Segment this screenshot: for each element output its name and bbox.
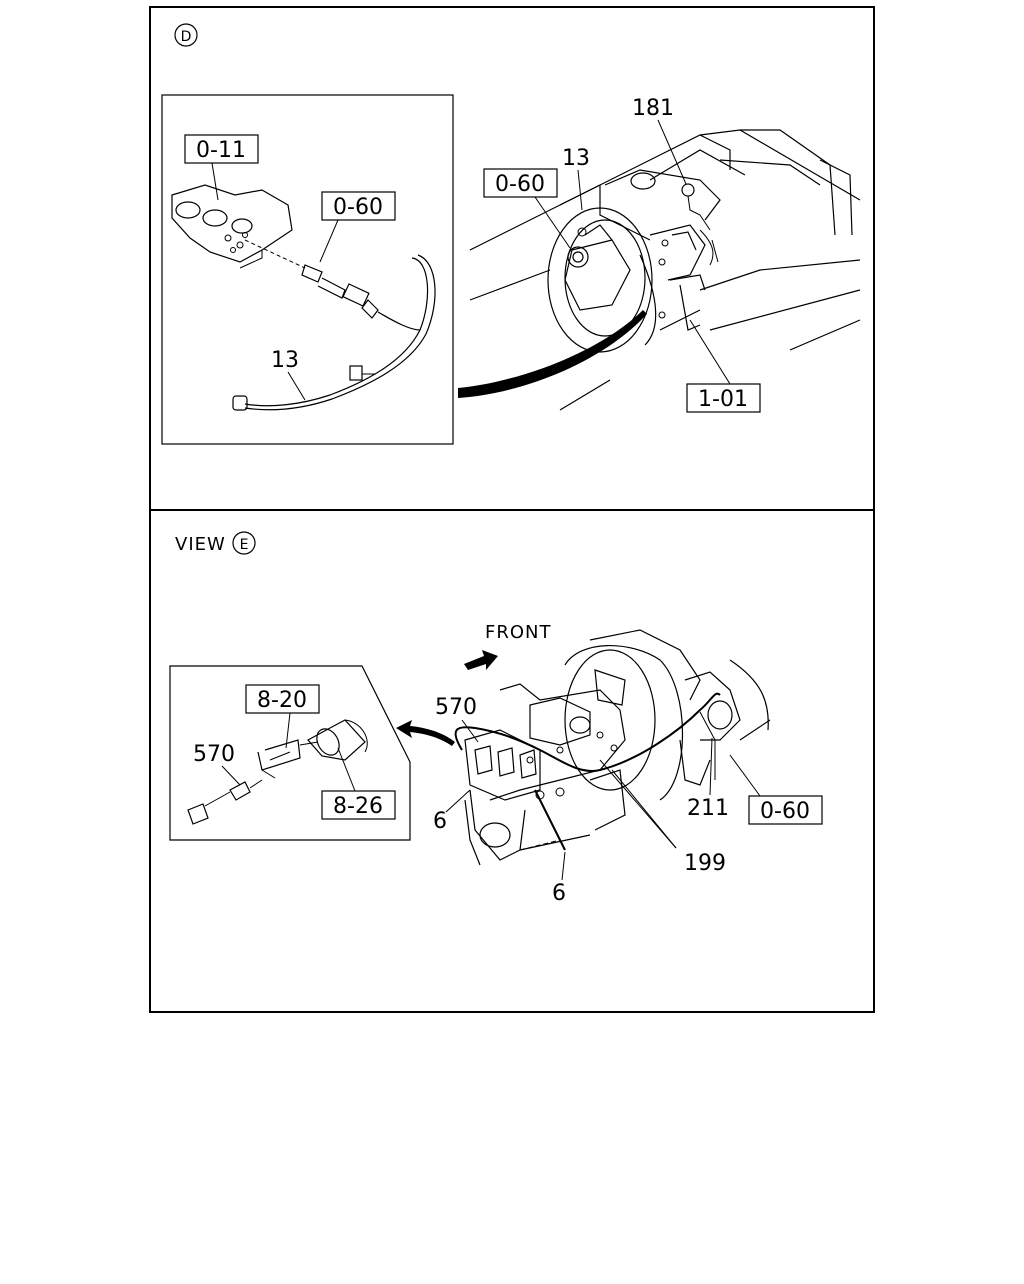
- switch-bracket-drawing: [187, 719, 368, 825]
- leader-0-60-main-e: [729, 754, 761, 797]
- svg-text:6: 6: [433, 809, 447, 834]
- part-label-6-bottom: 6: [552, 851, 566, 906]
- svg-text:1-01: 1-01: [698, 387, 748, 412]
- panel-d-frame: [149, 6, 875, 511]
- part-label-199: 199: [599, 759, 726, 876]
- svg-text:0-60: 0-60: [760, 799, 810, 824]
- front-arrow-icon: [464, 650, 498, 670]
- ref-box-8-26: 8-26: [321, 790, 396, 820]
- part-label-6-left: 6: [433, 789, 471, 834]
- leader-8-20: [285, 712, 291, 749]
- panel-d-inset-frame: [161, 94, 454, 445]
- ref-box-0-60-main-e: 0-60: [748, 795, 823, 825]
- manifold-drawing: [171, 184, 293, 269]
- transmission-drawing: [454, 629, 771, 866]
- leader-0-11: [211, 162, 219, 201]
- engine-drawing-d: [469, 129, 861, 411]
- svg-text:6: 6: [552, 881, 566, 906]
- ref-box-0-60-inset: 0-60: [321, 191, 396, 221]
- ref-box-8-20: 8-20: [245, 684, 320, 714]
- leader-8-26: [337, 747, 356, 792]
- svg-text:570: 570: [435, 695, 477, 720]
- svg-text:D: D: [181, 29, 192, 45]
- leader-1-01: [689, 319, 731, 385]
- panel-d-marker: D: [174, 23, 198, 47]
- svg-text:0-60: 0-60: [333, 195, 383, 220]
- ref-box-1-01: 1-01: [686, 383, 761, 413]
- svg-text:0-60: 0-60: [495, 172, 545, 197]
- part-label-13-main: 13: [562, 146, 590, 211]
- svg-text:211: 211: [687, 796, 729, 821]
- svg-text:VIEW: VIEW: [175, 534, 226, 555]
- connection-arrow-d: [458, 310, 647, 398]
- panel-e-inset-frame: [169, 665, 411, 841]
- part-label-570-main: 570: [435, 695, 479, 743]
- front-label: FRONT: [485, 622, 552, 643]
- leader-0-60-inset: [319, 219, 339, 263]
- svg-text:0-11: 0-11: [196, 138, 246, 163]
- svg-text:8-26: 8-26: [333, 794, 383, 819]
- svg-text:199: 199: [684, 851, 726, 876]
- part-label-211: 211: [687, 737, 729, 821]
- part-label-181: 181: [632, 96, 687, 185]
- svg-text:570: 570: [193, 742, 235, 767]
- svg-text:13: 13: [271, 348, 299, 373]
- sensor-harness-drawing: [232, 239, 436, 411]
- panel-e-frame: [149, 509, 875, 1013]
- svg-text:13: 13: [562, 146, 590, 171]
- connection-arrow-e: [396, 720, 455, 746]
- part-label-570-inset: 570: [193, 742, 241, 786]
- leader-0-60-main-d: [534, 196, 571, 249]
- svg-text:E: E: [240, 537, 249, 553]
- ref-box-0-60-main-d: 0-60: [483, 168, 558, 198]
- svg-text:8-20: 8-20: [257, 688, 307, 713]
- ref-box-0-11: 0-11: [184, 134, 259, 164]
- svg-text:181: 181: [632, 96, 674, 121]
- panel-e-view-title: VIEW E: [175, 531, 256, 555]
- part-label-13-inset: 13: [271, 348, 306, 401]
